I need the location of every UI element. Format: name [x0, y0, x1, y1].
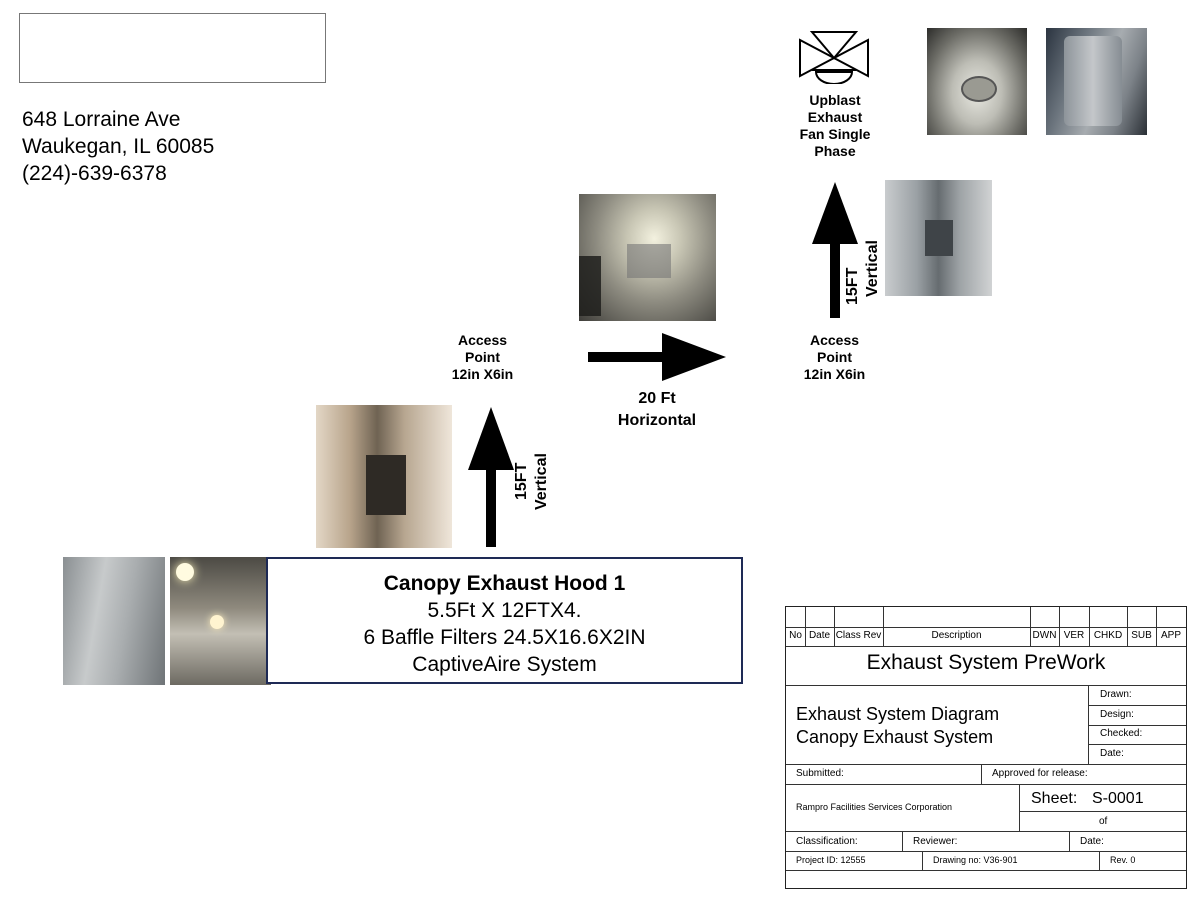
date2-label: Date:	[1080, 836, 1104, 847]
approved-label: Approved for release:	[992, 768, 1088, 779]
address-phone: (224)-639-6378	[22, 162, 167, 185]
vertical-run-label-1: 15FT Vertical	[512, 453, 552, 510]
revision-number: Rev. 0	[1110, 855, 1136, 865]
fan-hub-shape	[961, 76, 997, 102]
fan-symbol-icon	[799, 31, 869, 84]
address-street: 648 Lorraine Ave	[22, 108, 181, 131]
arrow-right-icon	[588, 333, 726, 381]
company-name: Rampro Facilities Services Corporation	[796, 802, 953, 812]
fan-label-line: Fan Single	[799, 126, 871, 142]
vertical-run-label-2: 15FT Vertical	[843, 240, 883, 305]
run-direction: Horizontal	[617, 412, 697, 429]
fan-label: Upblast Exhaust Fan Single Phase	[790, 92, 880, 160]
logo-placeholder-box	[19, 13, 326, 83]
access-point-line: Point	[465, 349, 500, 365]
light-shape	[210, 615, 224, 629]
hood-box: Canopy Exhaust Hood 1 5.5Ft X 12FTX4. 6 …	[266, 557, 743, 684]
fan-label-line: Exhaust	[807, 109, 863, 125]
duct-opening-shape	[366, 455, 406, 515]
checked-label: Checked:	[1100, 728, 1143, 739]
drawing-title-line: Exhaust System Diagram	[796, 704, 1000, 724]
arrow-up-icon	[468, 407, 514, 547]
address-city: Waukegan, IL 60085	[22, 135, 215, 158]
horizontal-run-label: 20 Ft Horizontal	[600, 388, 714, 432]
hood-title: Canopy Exhaust Hood 1	[383, 572, 626, 595]
rev-header-dwn: DWN	[1032, 630, 1057, 641]
fan-label-line: Upblast	[809, 92, 861, 108]
rev-header-sub: SUB	[1131, 630, 1152, 641]
project-title: Exhaust System PreWork	[866, 651, 1106, 674]
hood-filters: 6 Baffle Filters 24.5X16.6X2IN	[363, 626, 646, 649]
duct-photo-fan-interior	[1046, 28, 1147, 135]
submitted-label: Submitted:	[796, 768, 844, 779]
duct-photo-vertical-1	[316, 405, 452, 548]
light-shape	[176, 563, 194, 581]
drawn-label: Drawn:	[1100, 689, 1132, 700]
access-point-line: 12in X6in	[451, 366, 514, 382]
access-point-line: Access	[457, 332, 508, 348]
access-point-line: Point	[817, 349, 852, 365]
rev-header-class-rev: Class Rev	[835, 630, 882, 641]
duct-opening-shape	[627, 244, 671, 278]
title-block: No Date Class Rev Description DWN VER CH…	[785, 606, 1187, 889]
duct-photo-vertical-2	[885, 180, 992, 296]
rev-header-app: APP	[1160, 630, 1181, 641]
project-id: Project ID: 12555	[796, 855, 866, 865]
hood-system: CaptiveAire System	[412, 653, 597, 676]
hood-photo-2	[170, 557, 271, 685]
address-block: 648 Lorraine Ave Waukegan, IL 60085 (224…	[22, 106, 214, 187]
rev-header-chkd: CHKD	[1093, 630, 1123, 641]
classification-label: Classification:	[796, 836, 858, 847]
duct-opening-shape	[925, 220, 953, 256]
run-direction: Vertical	[864, 240, 881, 297]
arrow-up-icon	[812, 182, 858, 318]
run-length: 15FT	[844, 267, 861, 305]
access-point-label-1: Access Point 12in X6in	[440, 332, 525, 383]
access-point-label-2: Access Point 12in X6in	[792, 332, 877, 383]
shadow-shape	[579, 256, 601, 316]
run-length: 20 Ft	[638, 390, 676, 407]
hood-photo-1	[63, 557, 165, 685]
drawing-number: Drawing no: V36-901	[933, 855, 1018, 865]
fan-label-line: Phase	[814, 143, 856, 159]
of-label: of	[1099, 816, 1108, 827]
fan-photo	[927, 28, 1027, 135]
date-label: Date:	[1100, 748, 1124, 759]
rev-header-no: No	[789, 630, 802, 641]
sheet-label: Sheet:	[1031, 790, 1078, 807]
hood-dimensions: 5.5Ft X 12FTX4.	[427, 599, 582, 622]
access-point-line: Access	[809, 332, 860, 348]
drawing-title: Exhaust System Diagram Canopy Exhaust Sy…	[796, 703, 1086, 749]
sheet-number: S-0001	[1092, 790, 1144, 807]
design-label: Design:	[1100, 709, 1134, 720]
access-point-line: 12in X6in	[803, 366, 866, 382]
run-direction: Vertical	[533, 453, 550, 510]
rev-header-description: Description	[931, 630, 982, 641]
run-length: 15FT	[513, 462, 530, 500]
drawing-title-line: Canopy Exhaust System	[796, 727, 994, 747]
duct-photo-horizontal	[579, 194, 716, 321]
duct-shape	[1064, 36, 1122, 126]
rev-header-date: Date	[808, 630, 831, 641]
rev-header-ver: VER	[1063, 630, 1085, 641]
reviewer-label: Reviewer:	[913, 836, 958, 847]
